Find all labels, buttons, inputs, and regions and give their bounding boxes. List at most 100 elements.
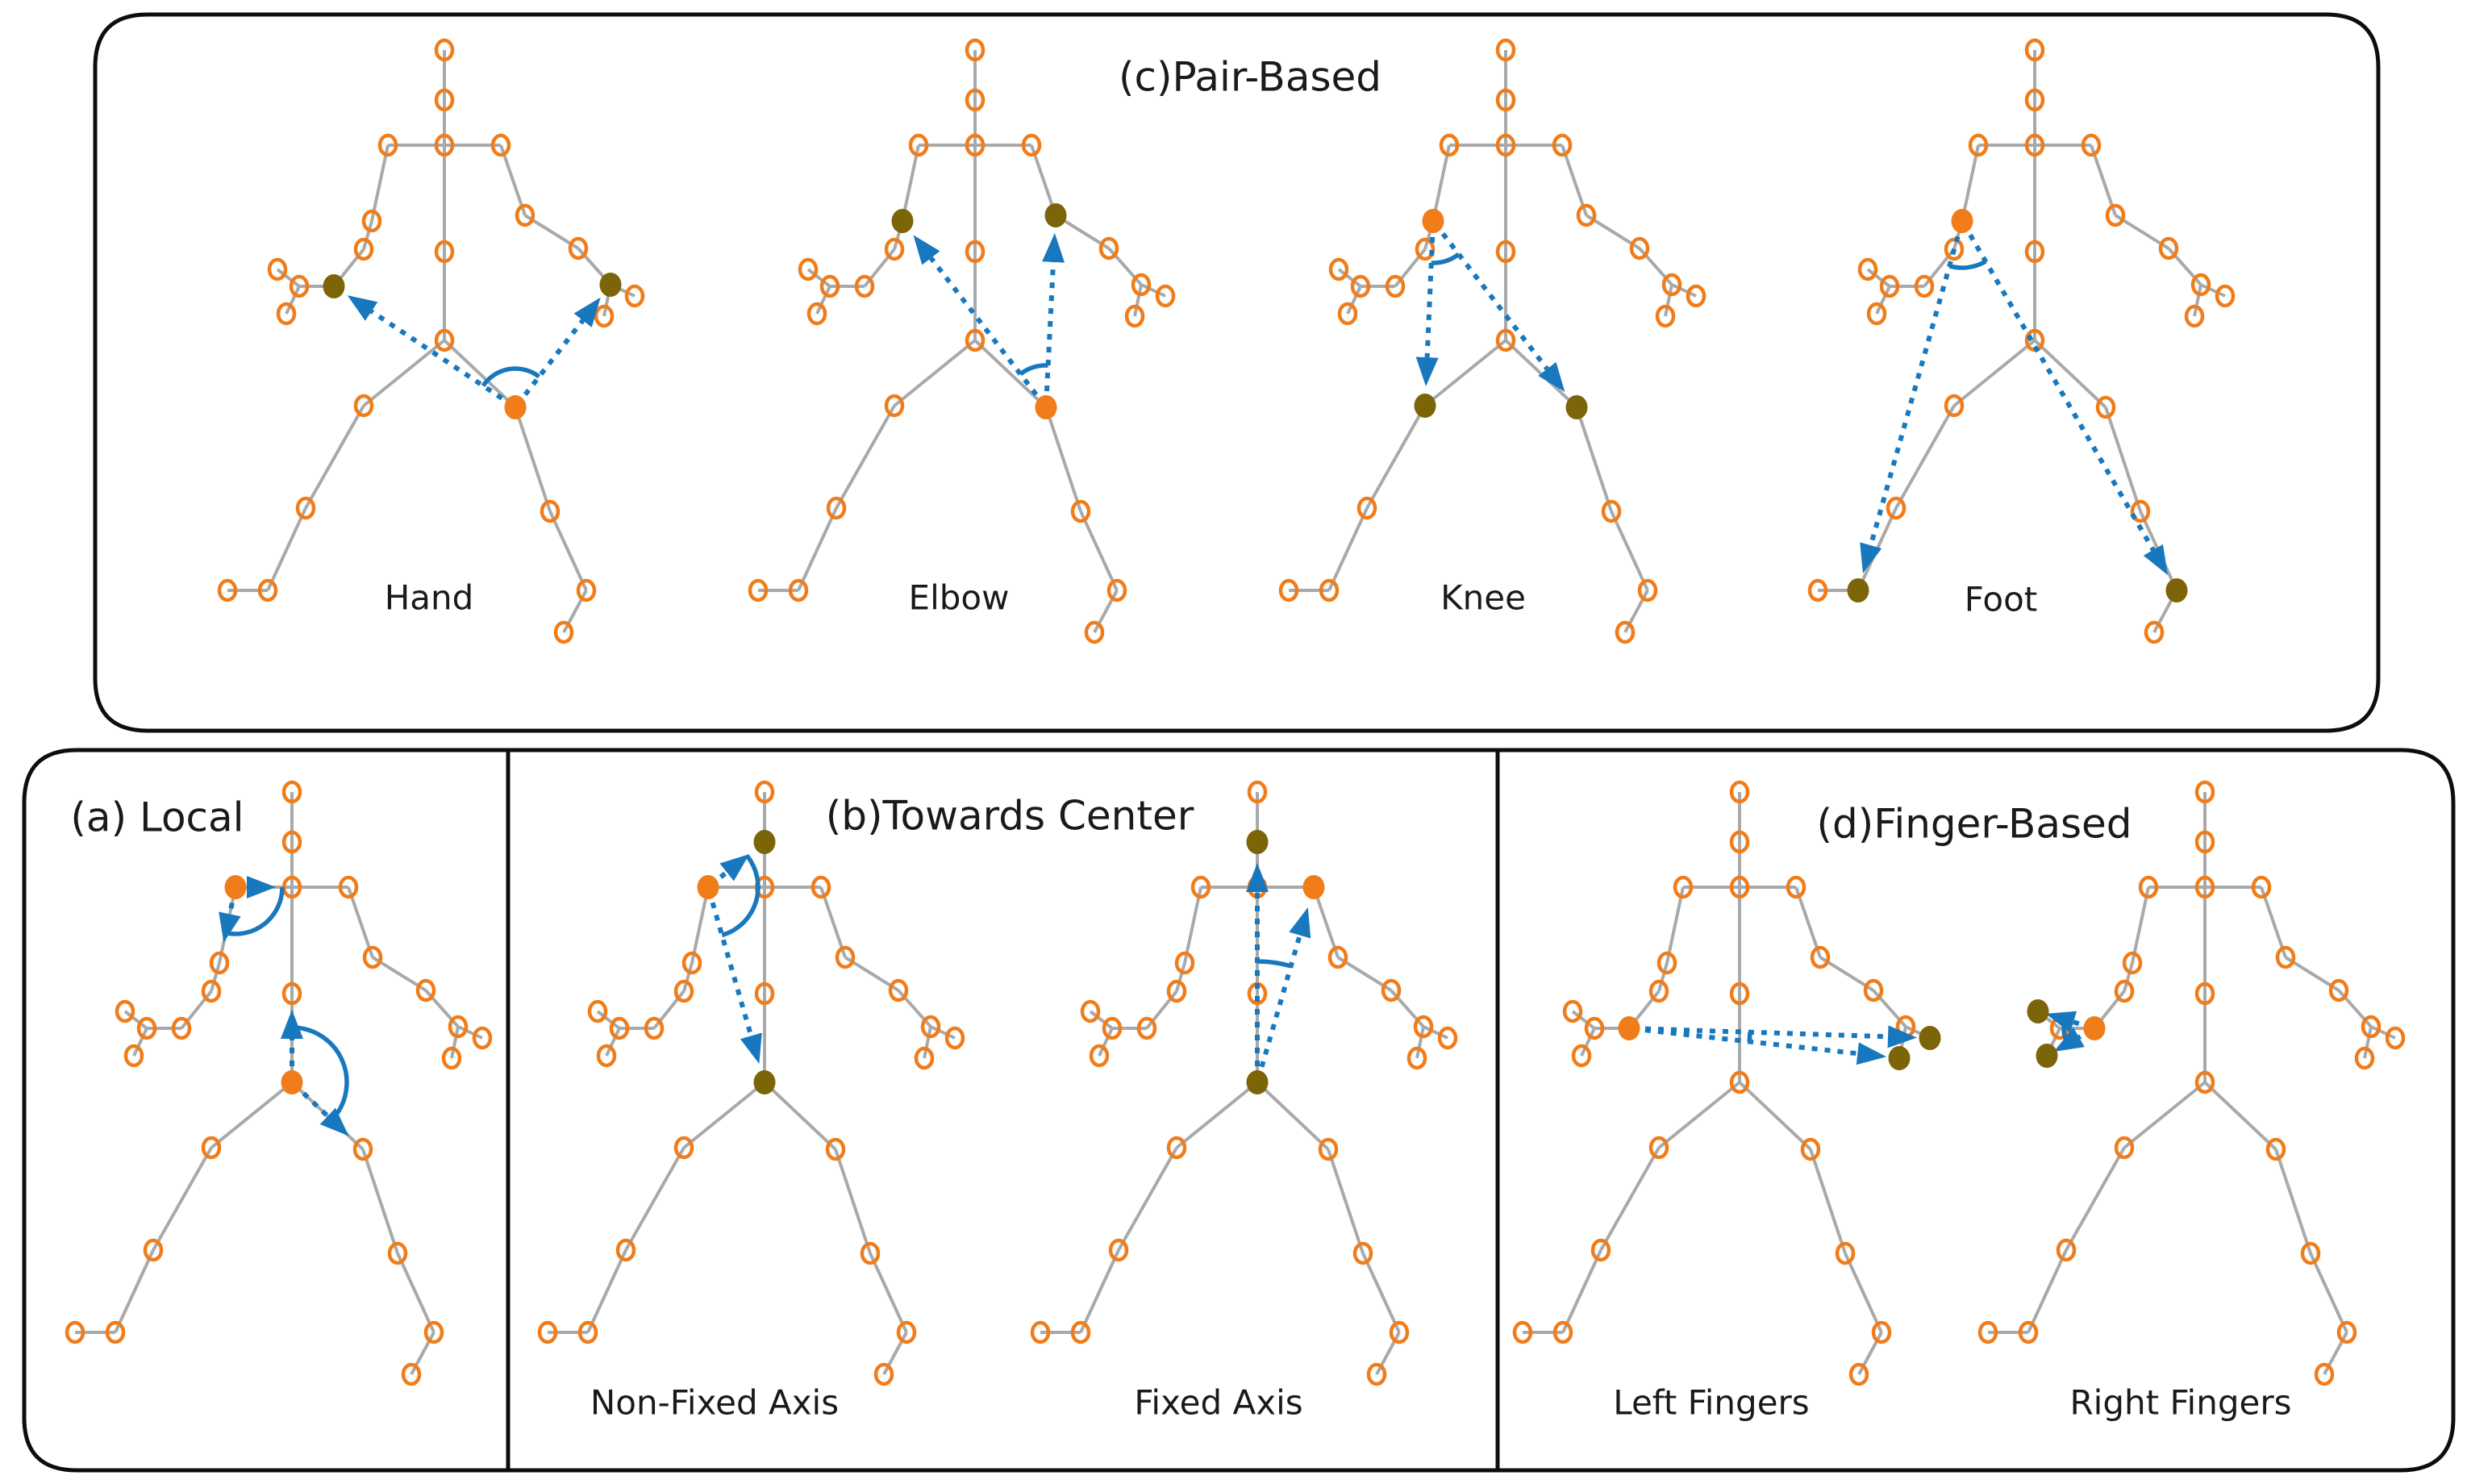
target-joint-dot-rHand (599, 273, 622, 297)
joint-ring-pelvis (2194, 1070, 2215, 1094)
angle-arc (1256, 959, 1292, 969)
bone-rHand-rTip (1140, 283, 1166, 298)
source-joint-dot-lElbow (1951, 209, 1973, 233)
joint-ring-neck (2194, 875, 2215, 899)
joint-ring-neck (434, 133, 455, 157)
joint-ring-rTip (1155, 284, 1176, 308)
bone-rElbow-rWrist (1585, 214, 1641, 250)
bone-pelvis-lKnee (2123, 1081, 2207, 1149)
bone-rSh-rElbow (1030, 144, 1057, 216)
joint-ring-lThumb (1866, 302, 1887, 326)
arrowhead-icon (719, 853, 750, 882)
joint-ring-rHand (1661, 273, 1682, 297)
bone-pelvis-lKnee (1175, 1081, 1259, 1149)
joint-ring-lWrist (353, 237, 374, 261)
joint-ring-lThumb (1571, 1044, 1592, 1068)
joint-ring-lHeel (1070, 1320, 1091, 1344)
bone-pelvis-rKnee (443, 339, 517, 409)
bone-lSh-lElbow (901, 144, 920, 222)
angle-vector-rKnee-lElbow (929, 256, 1039, 396)
angle-vector-lHand-lTip (2073, 1019, 2080, 1027)
bone-lKnee-lAnkle (1894, 405, 1956, 509)
angle-arc (1019, 363, 1048, 377)
joint-ring-lAnkle (1886, 496, 1907, 520)
bone-lMid-lTip (806, 268, 831, 288)
joint-ring-lTip (1328, 257, 1349, 281)
joint-ring-rHand (1413, 1015, 1434, 1039)
bone-pelvis-rKnee (1738, 1081, 1812, 1151)
joint-ring-rKnee (825, 1137, 846, 1161)
joint-ring-rAnkle (1835, 1241, 1856, 1265)
joint-ring-head (1729, 830, 1750, 854)
joint-ring-rThumb (914, 1046, 935, 1070)
bone-lAnkle-lHeel (797, 507, 838, 591)
joint-ring-rToe (1848, 1362, 1869, 1386)
joint-ring-rHand (2190, 273, 2211, 297)
joint-ring-lWrist (673, 979, 694, 1003)
joint-ring-lKnee (1648, 1136, 1669, 1160)
bone-rAnkle-rHeel (2309, 1253, 2348, 1333)
bone-pelvis-rKnee (763, 1081, 837, 1151)
joint-ring-lTip (1562, 999, 1583, 1023)
bone-lAnkle-lHeel (2027, 1249, 2068, 1333)
target-joint-dot-lTip (2027, 999, 2049, 1023)
joint-ring-head (965, 88, 986, 112)
bone-rAnkle-rHeel (1079, 511, 1119, 591)
arrowhead-icon (2045, 1011, 2077, 1033)
panel-title-towards-center: (b)Towards Center (826, 793, 1194, 840)
joint-ring-lMid (289, 274, 310, 298)
source-joint-dot-rSh (1302, 875, 1325, 899)
joint-ring-rElbow (1810, 945, 1831, 969)
joint-ring-lTip (1080, 999, 1101, 1023)
joint-ring-rThumb (2184, 304, 2205, 328)
skeleton-caption-right-fingers: Right Fingers (2070, 1383, 2292, 1423)
joint-ring-rHand (920, 1015, 941, 1039)
bone-rKnee-rAnkle (1575, 406, 1613, 512)
angle-arc (225, 886, 285, 936)
joint-ring-lAnkle (615, 1238, 636, 1262)
joint-ring-lHand (1136, 1016, 1157, 1040)
joint-ring-rElbow (835, 945, 856, 969)
joint-ring-rAnkle (540, 499, 560, 523)
target-joint-dot-pelvis (753, 1070, 776, 1094)
joint-ring-lToe (1278, 578, 1299, 602)
joint-ring-head (281, 830, 302, 854)
bone-lMid-lTip (123, 1010, 148, 1030)
bone-lMid-lTip (1337, 268, 1362, 288)
joint-ring-lElbow (209, 951, 230, 975)
target-joint-dot-lHand (323, 274, 345, 298)
skeleton-caption-foot: Foot (1965, 580, 2038, 619)
bone-lMid-lTip (1866, 268, 1891, 288)
arrowhead-icon (2143, 544, 2168, 575)
joint-ring-lWrist (201, 979, 222, 1003)
skeleton-pair-knee (1278, 38, 1706, 644)
source-joint-dot-lSh (697, 875, 719, 899)
joint-ring-rElbow (362, 945, 383, 969)
target-joint-dot-lElbow (891, 209, 914, 233)
joint-ring-rThumb (2354, 1046, 2375, 1070)
skeleton-caption-left-fingers: Left Fingers (1613, 1383, 1809, 1423)
joint-ring-rHeel (1389, 1320, 1410, 1344)
joint-ring-rThumb (1406, 1046, 1427, 1070)
joint-ring-lWrist (1648, 979, 1669, 1003)
joint-ring-lKnee (2114, 1136, 2135, 1160)
arrowhead-icon (1042, 232, 1065, 263)
bone-lMid-lThumb (605, 1028, 621, 1057)
bone-lElbow-lWrist (1657, 962, 1669, 992)
joint-ring-lWrist (2114, 979, 2135, 1003)
joint-ring-rHeel (1637, 578, 1658, 602)
bone-rElbow-rWrist (1336, 956, 1393, 992)
joint-ring-rToe (1084, 620, 1105, 644)
bone-rKnee-rAnkle (2274, 1148, 2312, 1254)
angle-arc (1948, 259, 1987, 270)
bone-rSh-rElbow (1561, 144, 1588, 216)
joint-ring-rElbow (515, 203, 535, 227)
joint-ring-rToe (553, 620, 574, 644)
bone-rElbow-rWrist (844, 956, 900, 992)
joint-ring-lThumb (596, 1044, 617, 1068)
joint-ring-rTip (2215, 284, 2236, 308)
angle-arc (1747, 1032, 1752, 1042)
joint-ring-lToe (1030, 1320, 1051, 1344)
bone-lKnee-lAnkle (152, 1147, 213, 1251)
joint-ring-lAnkle (1590, 1238, 1611, 1262)
